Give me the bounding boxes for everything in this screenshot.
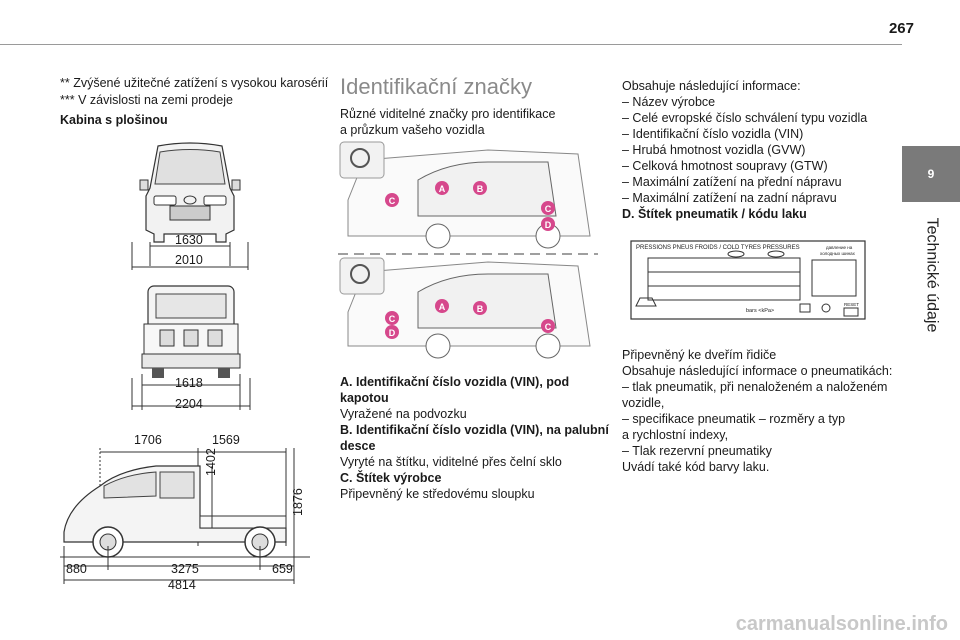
marker-c-bottom-left-label: C <box>389 314 396 324</box>
info-list-item: – Název výrobce <box>622 95 716 109</box>
item-a-title-1: A. Identifikační číslo vozidla (VIN), po… <box>340 375 570 389</box>
tyre-info-item: – Tlak rezervní pneumatiky <box>622 444 772 458</box>
marker-a-top: A <box>435 181 449 195</box>
marker-c-top-left-label: C <box>389 196 396 206</box>
rear-outer-width: 2204 <box>175 397 203 411</box>
info-list-item: – Celé evropské číslo schválení typu voz… <box>622 111 868 125</box>
side-inner-height: 1402 <box>204 448 218 476</box>
rear-inner-width: 1618 <box>175 376 203 390</box>
marker-b-top: B <box>473 181 487 195</box>
marker-b-bottom: B <box>473 301 487 315</box>
info-list-item: – Celková hmotnost soupravy (GTW) <box>622 159 828 173</box>
item-b-title-2: desce <box>340 439 376 453</box>
identification-diagram: A B C C D A B C <box>338 141 598 359</box>
side-view-diagram <box>60 448 310 584</box>
footnote-payload: ** Zvýšené užitečné zatížení s vysokou k… <box>60 76 329 90</box>
marker-a-top-label: A <box>439 184 446 194</box>
tyre-label-title: PRESSIONS PNEUS FROIDS / COLD TYRES PRES… <box>636 245 800 251</box>
front-view-diagram <box>131 142 249 270</box>
info-intro: Obsahuje následující informace: <box>622 79 801 93</box>
rear-view-diagram <box>131 285 251 410</box>
page-number: 267 <box>888 20 914 37</box>
tyre-info-item: – specifikace pneumatik – rozměry a typ <box>622 412 846 426</box>
info-list-item: – Identifikační číslo vozidla (VIN) <box>622 127 804 141</box>
footnote-country: *** V závislosti na zemi prodeje <box>60 93 233 107</box>
marker-c-top-left: C <box>385 193 399 207</box>
tyre-info-item: – tlak pneumatik, při nenaloženém a nalo… <box>622 380 888 394</box>
tyre-label-title-ru: давление на <box>826 245 853 250</box>
marker-a-bottom-label: A <box>439 302 446 312</box>
marker-d-top-label: D <box>545 220 552 230</box>
intro-line-2: a průzkum vašeho vozidla <box>340 123 485 137</box>
total-length: 4814 <box>168 578 196 592</box>
tyre-label-units: bars <kPa> <box>746 308 774 314</box>
intro-line-1: Různé viditelné značky pro identifikace <box>340 107 556 121</box>
front-overhang: 880 <box>66 562 87 576</box>
chapter-title: Technické údaje <box>923 217 940 333</box>
info-list-item: – Hrubá hmotnost vozidla (GVW) <box>622 143 806 157</box>
item-d-title: D. Štítek pneumatik / kódu laku <box>622 207 807 221</box>
paint-code-note: Uvádí také kód barvy laku. <box>622 460 770 474</box>
section-title: Identifikační značky <box>340 74 532 99</box>
item-b-description: Vyryté na štítku, viditelné přes čelní s… <box>340 455 562 469</box>
watermark: carmanualsonline.info <box>735 613 948 635</box>
tyre-info-item-cont: vozidle, <box>622 396 665 410</box>
tyre-label-title-ru-2: холодных шинах <box>820 251 856 256</box>
info-list-item: – Maximální zatížení na přední nápravu <box>622 175 842 189</box>
item-b-title-1: B. Identifikační číslo vozidla (VIN), na… <box>340 423 609 437</box>
tyre-pressure-label: PRESSIONS PNEUS FROIDS / COLD TYRES PRES… <box>630 240 866 320</box>
marker-d-top: D <box>541 217 555 231</box>
header-rule <box>0 44 902 45</box>
marker-b-bottom-label: B <box>477 304 484 314</box>
marker-d-bottom: D <box>385 325 399 339</box>
side-total-height: 1876 <box>291 488 305 516</box>
rear-overhang: 659 <box>272 562 293 576</box>
item-a-description: Vyražené na podvozku <box>340 407 467 421</box>
marker-a-bottom: A <box>435 299 449 313</box>
info-list-item: – Maximální zatížení na zadní nápravu <box>622 191 837 205</box>
marker-b-top-label: B <box>477 184 484 194</box>
front-outer-width: 2010 <box>175 253 203 267</box>
chapter-number: 9 <box>927 167 935 181</box>
item-a-title-2: kapotou <box>340 391 389 405</box>
section-heading-platform-cab: Kabina s plošinou <box>60 113 168 127</box>
front-inner-width: 1630 <box>175 233 203 247</box>
marker-d-bottom-label: D <box>389 328 396 338</box>
tyre-label-reset: RESET <box>844 302 859 307</box>
tyre-info-item-cont: a rychlostní indexy, <box>622 428 729 442</box>
marker-c-bottom-right-label: C <box>545 322 552 332</box>
marker-c-bottom-left: C <box>385 311 399 325</box>
wheelbase: 3275 <box>171 562 199 576</box>
marker-c-top-right-label: C <box>545 204 552 214</box>
chapter-tab: 9 <box>902 146 960 202</box>
marker-c-bottom-right: C <box>541 319 555 333</box>
tyre-label-location: Připevněný ke dveřím řidiče <box>622 348 777 362</box>
side-top-right-length: 1569 <box>212 433 240 447</box>
side-top-left-length: 1706 <box>134 433 162 447</box>
chapter-label: Technické údaje <box>904 210 958 340</box>
tyre-info-intro: Obsahuje následující informace o pneumat… <box>622 364 893 378</box>
marker-c-top-right: C <box>541 201 555 215</box>
item-c-description: Připevněný ke středovému sloupku <box>340 487 535 501</box>
item-c-title: C. Štítek výrobce <box>340 471 442 485</box>
